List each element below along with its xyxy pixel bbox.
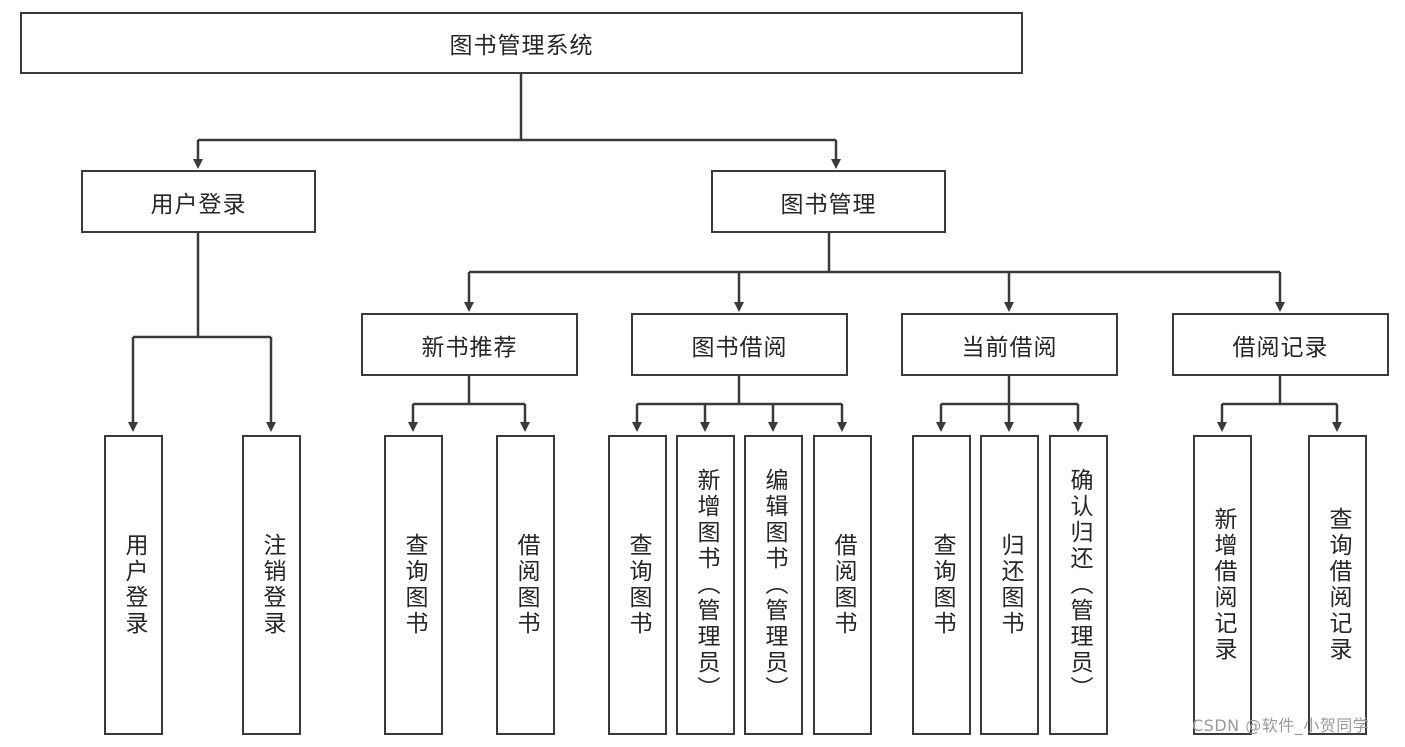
node-leaf-query-book-2-label: 查询图书	[625, 533, 651, 637]
node-leaf-query-book-2[interactable]: 查询图书	[608, 435, 667, 735]
node-new-book-rec[interactable]: 新书推荐	[361, 313, 578, 376]
node-current-borrow[interactable]: 当前借阅	[901, 313, 1118, 376]
node-user-login-label: 用户登录	[150, 191, 247, 218]
node-leaf-borrow-book-1-label: 借阅图书	[513, 533, 539, 637]
node-leaf-borrow-book-1[interactable]: 借阅图书	[496, 435, 555, 735]
node-root-label: 图书管理系统	[449, 33, 594, 59]
node-leaf-add-book-label: 新增图书（管理员）	[693, 468, 719, 702]
node-leaf-add-book[interactable]: 新增图书（管理员）	[676, 435, 735, 735]
node-leaf-edit-book-label: 编辑图书（管理员）	[761, 468, 787, 702]
node-borrow-record[interactable]: 借阅记录	[1172, 313, 1389, 376]
node-user-login[interactable]: 用户登录	[81, 170, 316, 233]
node-leaf-add-record[interactable]: 新增借阅记录	[1193, 435, 1252, 735]
csdn-watermark: CSDN @软件_小贺同学	[1192, 716, 1370, 735]
node-leaf-borrow-book-2-label: 借阅图书	[830, 533, 856, 637]
node-borrow-record-label: 借阅记录	[1232, 334, 1329, 361]
node-leaf-query-record-label: 查询借阅记录	[1325, 507, 1351, 663]
node-leaf-logout-label: 注销登录	[259, 533, 285, 637]
node-book-borrow[interactable]: 图书借阅	[631, 313, 848, 376]
node-current-borrow-label: 当前借阅	[961, 334, 1058, 361]
node-leaf-return-book-label: 归还图书	[997, 533, 1023, 637]
node-book-borrow-label: 图书借阅	[691, 334, 788, 361]
node-leaf-query-record[interactable]: 查询借阅记录	[1308, 435, 1367, 735]
node-root[interactable]: 图书管理系统	[20, 12, 1023, 74]
node-leaf-query-book-1[interactable]: 查询图书	[384, 435, 443, 735]
node-leaf-query-book-1-label: 查询图书	[401, 533, 427, 637]
node-leaf-return-book[interactable]: 归还图书	[980, 435, 1039, 735]
node-leaf-query-book-3-label: 查询图书	[929, 533, 955, 637]
node-leaf-borrow-book-2[interactable]: 借阅图书	[813, 435, 872, 735]
node-leaf-user-login[interactable]: 用户登录	[104, 435, 163, 735]
node-leaf-confirm-return-label: 确认归还（管理员）	[1066, 468, 1092, 702]
node-leaf-logout[interactable]: 注销登录	[242, 435, 301, 735]
node-book-manage-label: 图书管理	[780, 191, 877, 218]
node-leaf-edit-book[interactable]: 编辑图书（管理员）	[744, 435, 803, 735]
node-leaf-confirm-return[interactable]: 确认归还（管理员）	[1049, 435, 1108, 735]
node-new-book-rec-label: 新书推荐	[421, 334, 518, 361]
node-leaf-query-book-3[interactable]: 查询图书	[912, 435, 971, 735]
node-leaf-add-record-label: 新增借阅记录	[1210, 507, 1236, 663]
node-book-manage[interactable]: 图书管理	[711, 170, 946, 233]
node-leaf-user-login-label: 用户登录	[121, 533, 147, 637]
